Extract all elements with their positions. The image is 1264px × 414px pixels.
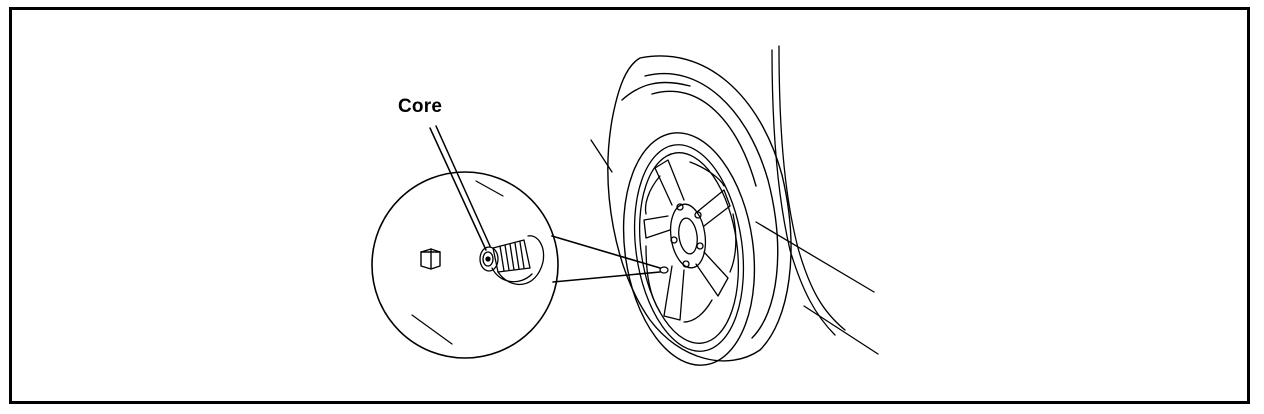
valve-stem-icon	[479, 235, 545, 286]
detail-magnifier	[371, 171, 661, 359]
callout-label-core: Core	[398, 96, 443, 117]
callout-leader-line	[429, 125, 491, 251]
wheel-rim	[633, 144, 745, 352]
car-fender	[590, 45, 879, 355]
figure-frame	[9, 7, 1250, 404]
valve-cap-icon	[420, 248, 441, 270]
